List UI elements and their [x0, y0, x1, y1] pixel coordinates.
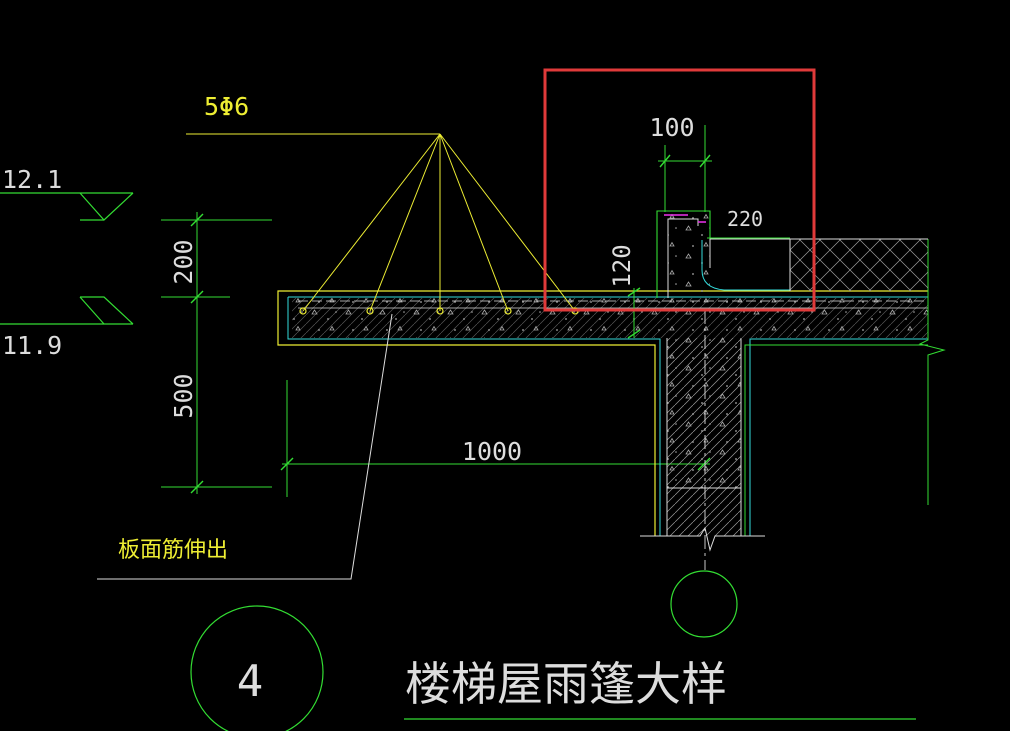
note-label: 板面筋伸出: [118, 538, 228, 563]
dimension-100: 100: [649, 113, 712, 212]
canopy-slab: [277, 290, 928, 536]
dim-120-label: 120: [608, 244, 636, 287]
rebar-callout-label: 5Φ6: [204, 92, 249, 121]
vertical-dimension-chain: 200 500: [161, 212, 272, 494]
dimension-120: 120: [608, 244, 641, 339]
dim-500-label: 500: [169, 373, 198, 418]
support-beam: [640, 310, 765, 570]
elevation-top-label: 12.1: [2, 165, 62, 194]
detail-number: 4: [237, 656, 264, 707]
dimension-220: 220: [707, 207, 790, 239]
elevation-marker-top: 12.1: [0, 165, 134, 221]
dim-200-label: 200: [169, 239, 198, 284]
note-leader: 板面筋伸出: [97, 313, 393, 580]
highlight-box[interactable]: [543, 68, 816, 312]
drawing-title: 楼梯屋雨篷大样: [405, 657, 727, 711]
break-line-right: [918, 239, 946, 505]
rebar-callout: 5Φ6: [186, 92, 579, 315]
dim-100-label: 100: [649, 113, 694, 142]
detail-title-block: 4 楼梯屋雨篷大样: [190, 605, 916, 731]
axis-marker: [670, 570, 738, 638]
dim-1000-label: 1000: [462, 437, 522, 466]
detail-number-circle: [190, 605, 324, 731]
elevation-marker-bottom: 11.9: [0, 296, 134, 360]
horizontal-dimension-1000: 1000: [280, 380, 711, 497]
dim-220-label: 220: [727, 207, 763, 231]
curb-upstand: [656, 210, 790, 298]
roof-insulation: [710, 238, 928, 291]
elevation-bottom-label: 11.9: [2, 331, 62, 360]
